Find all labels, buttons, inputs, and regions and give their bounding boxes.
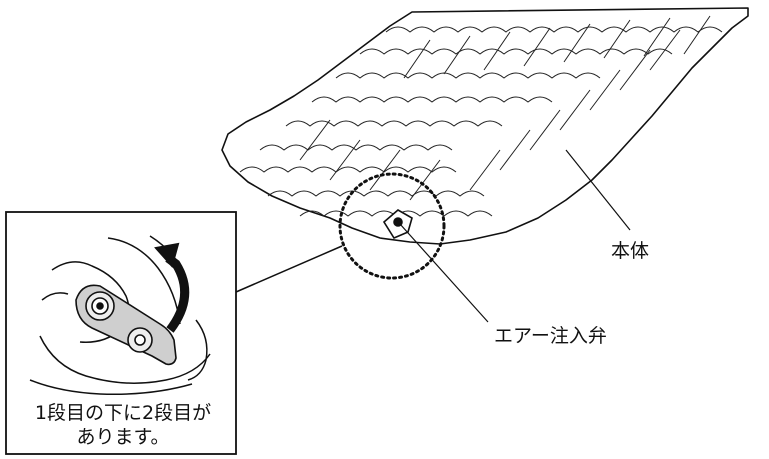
- detail-circle: [338, 172, 446, 280]
- inset-caption-line2: あります。: [76, 426, 170, 448]
- inset-connector: [235, 245, 343, 293]
- pad-cell-pattern: [239, 15, 723, 217]
- air-valve-on-pad: [382, 209, 413, 240]
- inset-caption-line1: 1段目の下に2段目が: [34, 402, 212, 424]
- leader-valve: [399, 223, 489, 323]
- curved-arrow-icon: [154, 242, 190, 333]
- leader-body: [565, 149, 631, 231]
- inset-valve-lever: [75, 284, 177, 366]
- inset-caption: 1段目の下に2段目が あります。: [12, 401, 234, 449]
- sleeping-pad: [221, 7, 749, 245]
- pad-outline: [221, 7, 749, 245]
- label-air-valve: エアー注入弁: [494, 325, 607, 347]
- label-body: 本体: [611, 240, 650, 262]
